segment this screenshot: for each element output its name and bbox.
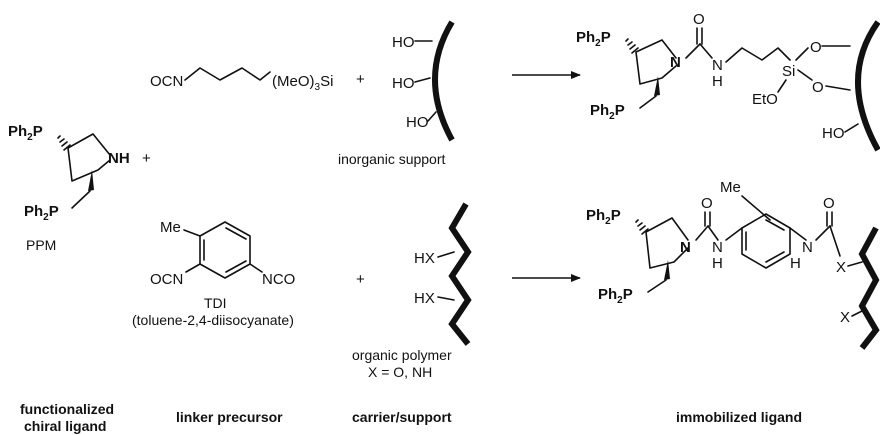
product-bottom-nh1-n: N [712, 239, 723, 256]
product-top-o2: O [812, 79, 824, 96]
product-top-o1: O [810, 39, 822, 56]
product-top-eto: EtO [752, 91, 778, 108]
inorganic-caption: inorganic support [338, 151, 446, 167]
ppm-name: PPM [26, 237, 56, 253]
product-bottom-carbonyl-o1: O [701, 195, 713, 212]
label-carrier-support: carrier/support [352, 409, 452, 425]
inorganic-ho1: HO [392, 34, 415, 51]
product-top-nh-h: H [712, 73, 723, 90]
organic-x-definition: X = O, NH [368, 364, 432, 380]
product-bottom-ring [645, 217, 689, 269]
inorganic-surface-arc [432, 20, 455, 142]
silane-plus: + [356, 71, 365, 88]
tdi-plus: + [356, 271, 365, 288]
product-bottom-x2: X [840, 309, 850, 326]
product-top-nh-n: N [712, 57, 723, 74]
organic-hx1: HX [414, 250, 435, 267]
tdi-me-label: Me [160, 219, 181, 236]
ppm-nh-label: NH [108, 150, 130, 167]
product-bottom-nh1-h: H [712, 255, 723, 272]
inorganic-ho3: HO [406, 114, 429, 131]
label-linker-precursor: linker precursor [176, 409, 283, 425]
polymer-backbone [448, 202, 472, 346]
ppm-ring [67, 133, 111, 182]
tdi-fullname: (toluene-2,4-diisocyanate) [132, 312, 294, 328]
product-top-carbonyl-o: O [693, 11, 705, 28]
column-labels: functionalized chiral ligand linker prec… [20, 401, 802, 434]
ppm-wedge-bond [88, 170, 94, 191]
ppm-structure: Ph2P NH Ph2P PPM + [8, 123, 151, 253]
product-bottom-nh2-h: H [790, 255, 801, 272]
product-top-ring [635, 39, 677, 85]
product-bottom-ph2p-bottom: Ph2P [598, 286, 633, 306]
product-bottom-carbonyl-o2: O [823, 195, 835, 212]
organic-caption: organic polymer [352, 347, 452, 363]
ppm-ph2p-bottom-label: Ph2P [24, 203, 59, 223]
product-top-n-label: N [670, 54, 681, 71]
ppm-ph2p-top-label: Ph2P [8, 123, 43, 143]
label-chiral-ligand: chiral ligand [24, 418, 106, 434]
product-top-ph2p-top: Ph2P [576, 29, 611, 49]
product-bottom-x1: X [836, 259, 846, 276]
tdi-benzene-ring [199, 221, 251, 279]
tdi-linker: Me OCN NCO TDI (toluene-2,4-diisocyanate… [132, 219, 365, 328]
product-bottom-polymer-backbone [858, 226, 880, 350]
label-immobilized-ligand: immobilized ligand [676, 409, 802, 425]
product-bottom-ph2p-top: Ph2P [586, 207, 621, 227]
inorganic-support: HO HO HO inorganic support [338, 20, 455, 167]
ppm-plus: + [142, 150, 151, 167]
tdi-ocn-label: OCN [150, 271, 183, 288]
product-top-surface-arc [855, 20, 880, 152]
product-top-ph2p-bottom: Ph2P [590, 102, 625, 122]
silane-meo-label: (MeO)3Si [272, 73, 333, 93]
ppm-hashed-bond [57, 135, 71, 151]
tdi-nco-label: NCO [262, 271, 295, 288]
silane-ocn-label: OCN [150, 73, 183, 90]
product-bottom-benzene [741, 213, 791, 269]
organic-hx2: HX [414, 290, 435, 307]
inorganic-ho2: HO [392, 75, 415, 92]
label-functionalized: functionalized [20, 401, 114, 417]
product-bottom-n-label: N [680, 239, 691, 256]
tdi-name: TDI [204, 295, 227, 311]
product-top-si: Si [782, 63, 795, 80]
product-top-ho: HO [822, 125, 845, 142]
organic-polymer: HX HX organic polymer X = O, NH [352, 202, 472, 380]
product-bottom-nh2-n: N [802, 239, 813, 256]
silane-linker: OCN (MeO)3Si + [150, 67, 365, 93]
product-bottom-me: Me [720, 179, 741, 196]
product-top: Ph2P N Ph2P O N H Si O O EtO HO [576, 11, 880, 152]
product-bottom: Ph2P N Ph2P O N H Me N H O [586, 179, 880, 350]
